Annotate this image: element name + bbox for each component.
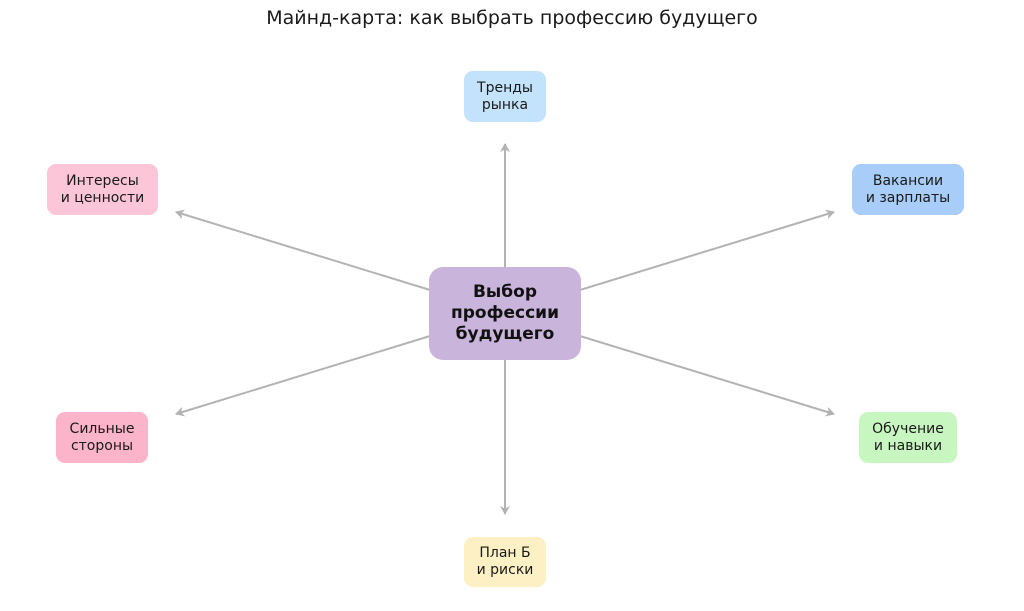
node-vacancies-line-2: и зарплаты [865, 189, 951, 206]
node-trends-line-2: рынка [481, 96, 529, 113]
node-trends-line-1: Тренды [477, 79, 533, 96]
center-node: Выбор профессии будущего [429, 267, 581, 360]
node-plan-b-line-2: и риски [476, 562, 534, 578]
diagram-title: Майнд-карта: как выбрать профессию будущ… [266, 7, 758, 29]
node-plan-b-line-1: План Б [479, 545, 531, 561]
node-learning-line-2: и навыки [873, 437, 943, 454]
node-learning: Обучение и навыки [859, 412, 957, 463]
node-trends: Тренды рынка [464, 71, 546, 122]
node-plan-b: План Б и риски [464, 537, 546, 587]
node-vacancies: Вакансии и зарплаты [852, 164, 964, 215]
center-line-3: будущего [455, 324, 555, 344]
node-interests-line-2: и ценности [60, 189, 145, 206]
node-vacancies-line-1: Вакансии [872, 172, 944, 189]
node-strengths: Сильные стороны [56, 412, 148, 463]
node-strengths-line-2: стороны [70, 437, 134, 454]
node-learning-line-1: Обучение [872, 420, 944, 437]
node-interests-line-1: Интересы [66, 172, 139, 189]
center-line-2: профессии [451, 303, 559, 323]
center-line-1: Выбор [472, 282, 538, 302]
node-interests: Интересы и ценности [47, 164, 158, 215]
node-strengths-line-1: Сильные [69, 420, 135, 437]
